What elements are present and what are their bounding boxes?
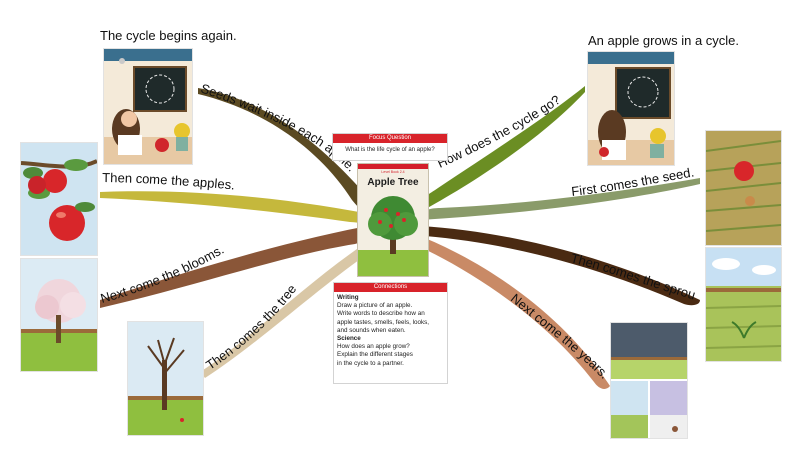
writing-line: and sounds when eaten. [337,326,406,334]
branch-how-cycle [419,86,585,212]
sprout-field-image [705,247,782,362]
apple-tree-cover-art [358,196,428,276]
writing-line: Draw a picture of an apple. [337,302,413,310]
branch-first-seed [419,178,700,220]
connections-box: Connections Writing Draw a picture of an… [333,282,448,384]
writing-line: Write words to describe how an [337,310,425,318]
book-cover-band [358,164,428,169]
title-apple-grows: An apple grows in a cycle. [588,33,740,48]
book-title: Apple Tree [367,177,419,188]
girl-chalkboard-left-image [103,48,193,165]
focus-question-heading: Focus Question [333,134,447,143]
science-line: Explain the different stages [337,351,413,359]
blooming-tree-image [20,258,98,372]
science-heading: Science [337,335,361,343]
focus-question-box: Focus Question What is the life cycle of… [332,133,448,161]
connections-body: Writing Draw a picture of an apple. Writ… [334,292,447,370]
branch-then-apples [100,191,380,224]
branch-then-tree [200,234,382,378]
science-line: How does an apple grow? [337,343,410,351]
title-cycle-begins: The cycle begins again. [100,28,237,43]
branch-then-sprout [420,226,700,306]
apple-seed-image [705,130,782,246]
bare-tree-image [127,321,204,436]
connections-heading: Connections [334,283,447,292]
apples-on-branch-image [20,142,98,256]
book-cover: Level Book 2.4 Apple Tree [357,163,429,277]
branch-label-next-years: Next come the years. [508,291,612,382]
focus-question-text: What is the life cycle of an apple? [345,147,435,153]
girl-chalkboard-right-image [587,51,675,166]
book-series-label: Level Book 2.4 [381,170,405,174]
writing-line: apple tastes, smells, feels, looks, [337,318,430,326]
branch-label-then-apples: Then come the apples. [102,170,235,193]
years-seasons-image [610,322,688,439]
writing-heading: Writing [337,294,359,301]
branch-next-blooms [100,224,380,308]
science-line: in the cycle to a partner. [337,359,404,367]
branch-next-years [418,236,610,389]
